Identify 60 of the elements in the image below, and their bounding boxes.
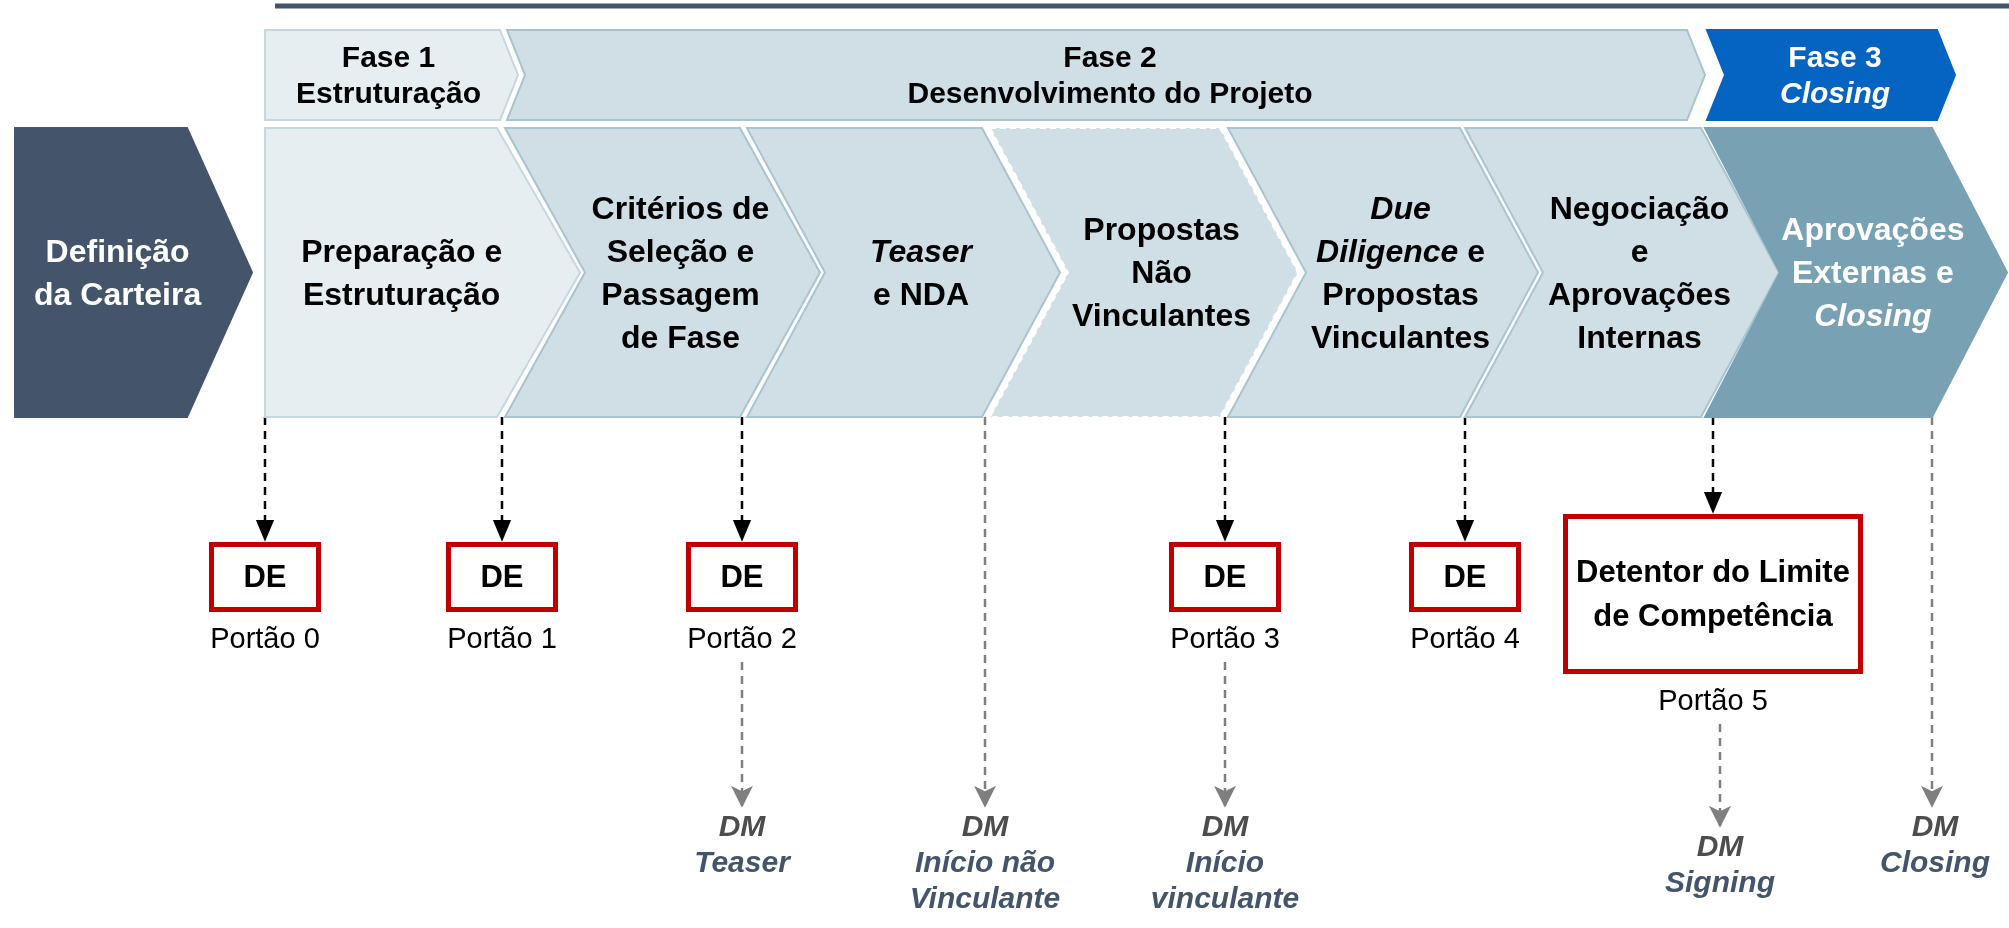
milestone-label: Início vinculante	[1149, 844, 1301, 916]
milestone-label: Início não Vinculante	[908, 844, 1062, 916]
decision-box	[1563, 514, 1863, 674]
dashed-arrow	[1703, 417, 1723, 514]
step-label: Definição da Carteira	[33, 231, 203, 314]
gate-label: Portão 1	[446, 621, 558, 656]
approver-label: DE	[1443, 558, 1487, 596]
decision-box	[209, 542, 321, 612]
phase-banner	[507, 30, 1705, 120]
step-label: Aprovações Externas e Closing	[1781, 210, 1965, 335]
gate-label: Portão 5	[1657, 683, 1769, 718]
gate-label: Portão 0	[209, 621, 321, 656]
phase-label: Fase 1	[341, 39, 436, 75]
phase-label: Fase 2	[1063, 39, 1157, 75]
step-label: Propostas Não Vinculantes	[1071, 210, 1253, 335]
process-step	[15, 128, 252, 417]
decision-box	[1169, 542, 1281, 612]
milestone-label: DM	[1910, 808, 1960, 844]
decision-box	[446, 542, 558, 612]
approver-label: DE	[480, 558, 524, 596]
phase-banner	[265, 30, 518, 120]
dashed-arrow	[974, 417, 996, 808]
step-label: Due Diligence e Propostas Vinculantes	[1311, 188, 1491, 357]
milestone-label: DM	[960, 808, 1010, 844]
phase-label: Estruturação	[296, 75, 482, 111]
milestone-label: Closing	[1879, 844, 1991, 880]
dashed-arrow	[492, 417, 512, 542]
phase-label: Desenvolvimento do Projeto	[907, 75, 1313, 111]
milestone-label: Signing	[1664, 864, 1776, 900]
approver-label: DE	[720, 558, 764, 596]
dashed-arrow	[732, 417, 752, 542]
milestone-label: DM	[1200, 808, 1250, 844]
approver-label: DE	[243, 558, 287, 596]
step-label: Negociação e Aprovações Internas	[1546, 188, 1733, 357]
dashed-arrow	[731, 662, 753, 808]
dashed-arrow	[1215, 417, 1235, 542]
milestone-label: DM	[717, 808, 767, 844]
dashed-arrow	[1921, 417, 1943, 808]
dashed-arrow	[1455, 417, 1475, 542]
dashed-arrow	[1709, 724, 1731, 828]
step-label: Preparação e Estruturação	[300, 231, 504, 314]
dashed-arrow	[1214, 662, 1236, 808]
milestone-label: DM	[1695, 828, 1745, 864]
phase-banner	[1707, 30, 1955, 120]
phase-label: Closing	[1780, 75, 1891, 111]
process-step	[505, 128, 820, 417]
dashed-arrow	[255, 417, 275, 542]
approver-label: Detentor do Limite de Competência	[1575, 553, 1851, 635]
step-label: Critérios de Seleção e Passagem de Fase	[590, 188, 771, 357]
process-step	[990, 128, 1298, 417]
decision-box	[686, 542, 798, 612]
gate-label: Portão 3	[1169, 621, 1281, 656]
step-label: Teaser e NDA	[869, 231, 975, 314]
process-step	[265, 128, 580, 417]
decision-box	[1409, 542, 1521, 612]
milestone-label: Teaser	[693, 844, 793, 880]
gate-label: Portão 2	[686, 621, 798, 656]
phase-label: Fase 3	[1788, 39, 1882, 75]
gate-label: Portão 4	[1409, 621, 1521, 656]
approver-label: DE	[1203, 558, 1247, 596]
